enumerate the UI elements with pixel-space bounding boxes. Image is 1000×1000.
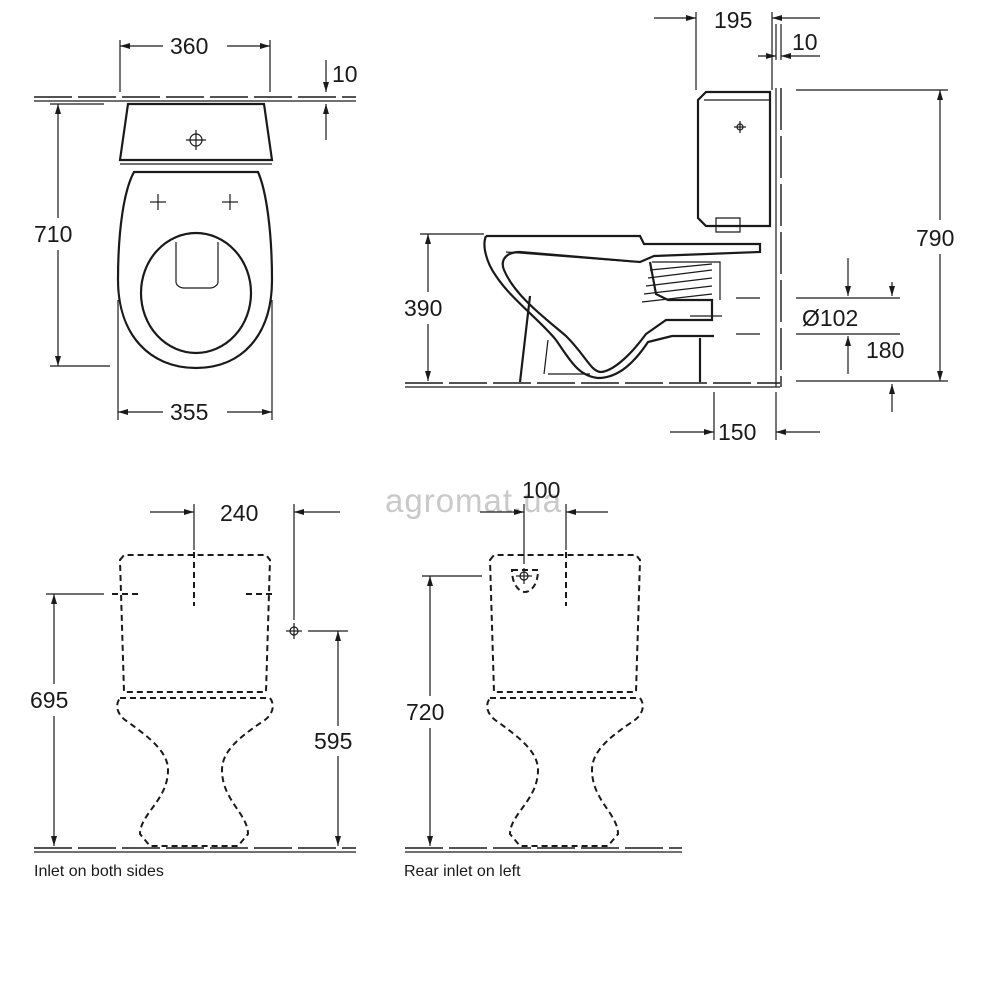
caption-rear: Rear inlet on left (404, 863, 521, 880)
caption-front: Inlet on both sides (34, 863, 164, 880)
dim-outlet-height: 180 (866, 337, 904, 363)
dim-front-height: 695 (30, 687, 68, 713)
dim-wall-gap: 10 (792, 29, 818, 55)
side-view: 195 10 790 390 Ø102 180 150 (404, 7, 954, 445)
dim-top-gap: 10 (332, 61, 358, 87)
front-view: 240 695 595 Inlet on both sides (30, 500, 356, 880)
dim-depth: 710 (34, 221, 72, 247)
dim-inlet-height: 595 (314, 728, 352, 754)
dim-outlet-distance: 150 (718, 419, 756, 445)
dim-tank-offset: 195 (714, 7, 752, 33)
dim-total-height: 790 (916, 225, 954, 251)
dim-rear-height: 720 (406, 699, 444, 725)
watermark: agromat.ua (385, 482, 562, 519)
dim-outlet-diameter: Ø102 (802, 305, 858, 331)
dim-rear-inlet-offset: 100 (522, 477, 560, 503)
rear-view: 100 720 Rear inlet on left (404, 477, 682, 880)
dim-top-width: 360 (170, 33, 208, 59)
dim-inlet-spacing: 240 (220, 500, 258, 526)
top-view: 360 10 710 355 (34, 33, 358, 425)
dim-bottom-width: 355 (170, 399, 208, 425)
dim-bowl-height: 390 (404, 295, 442, 321)
